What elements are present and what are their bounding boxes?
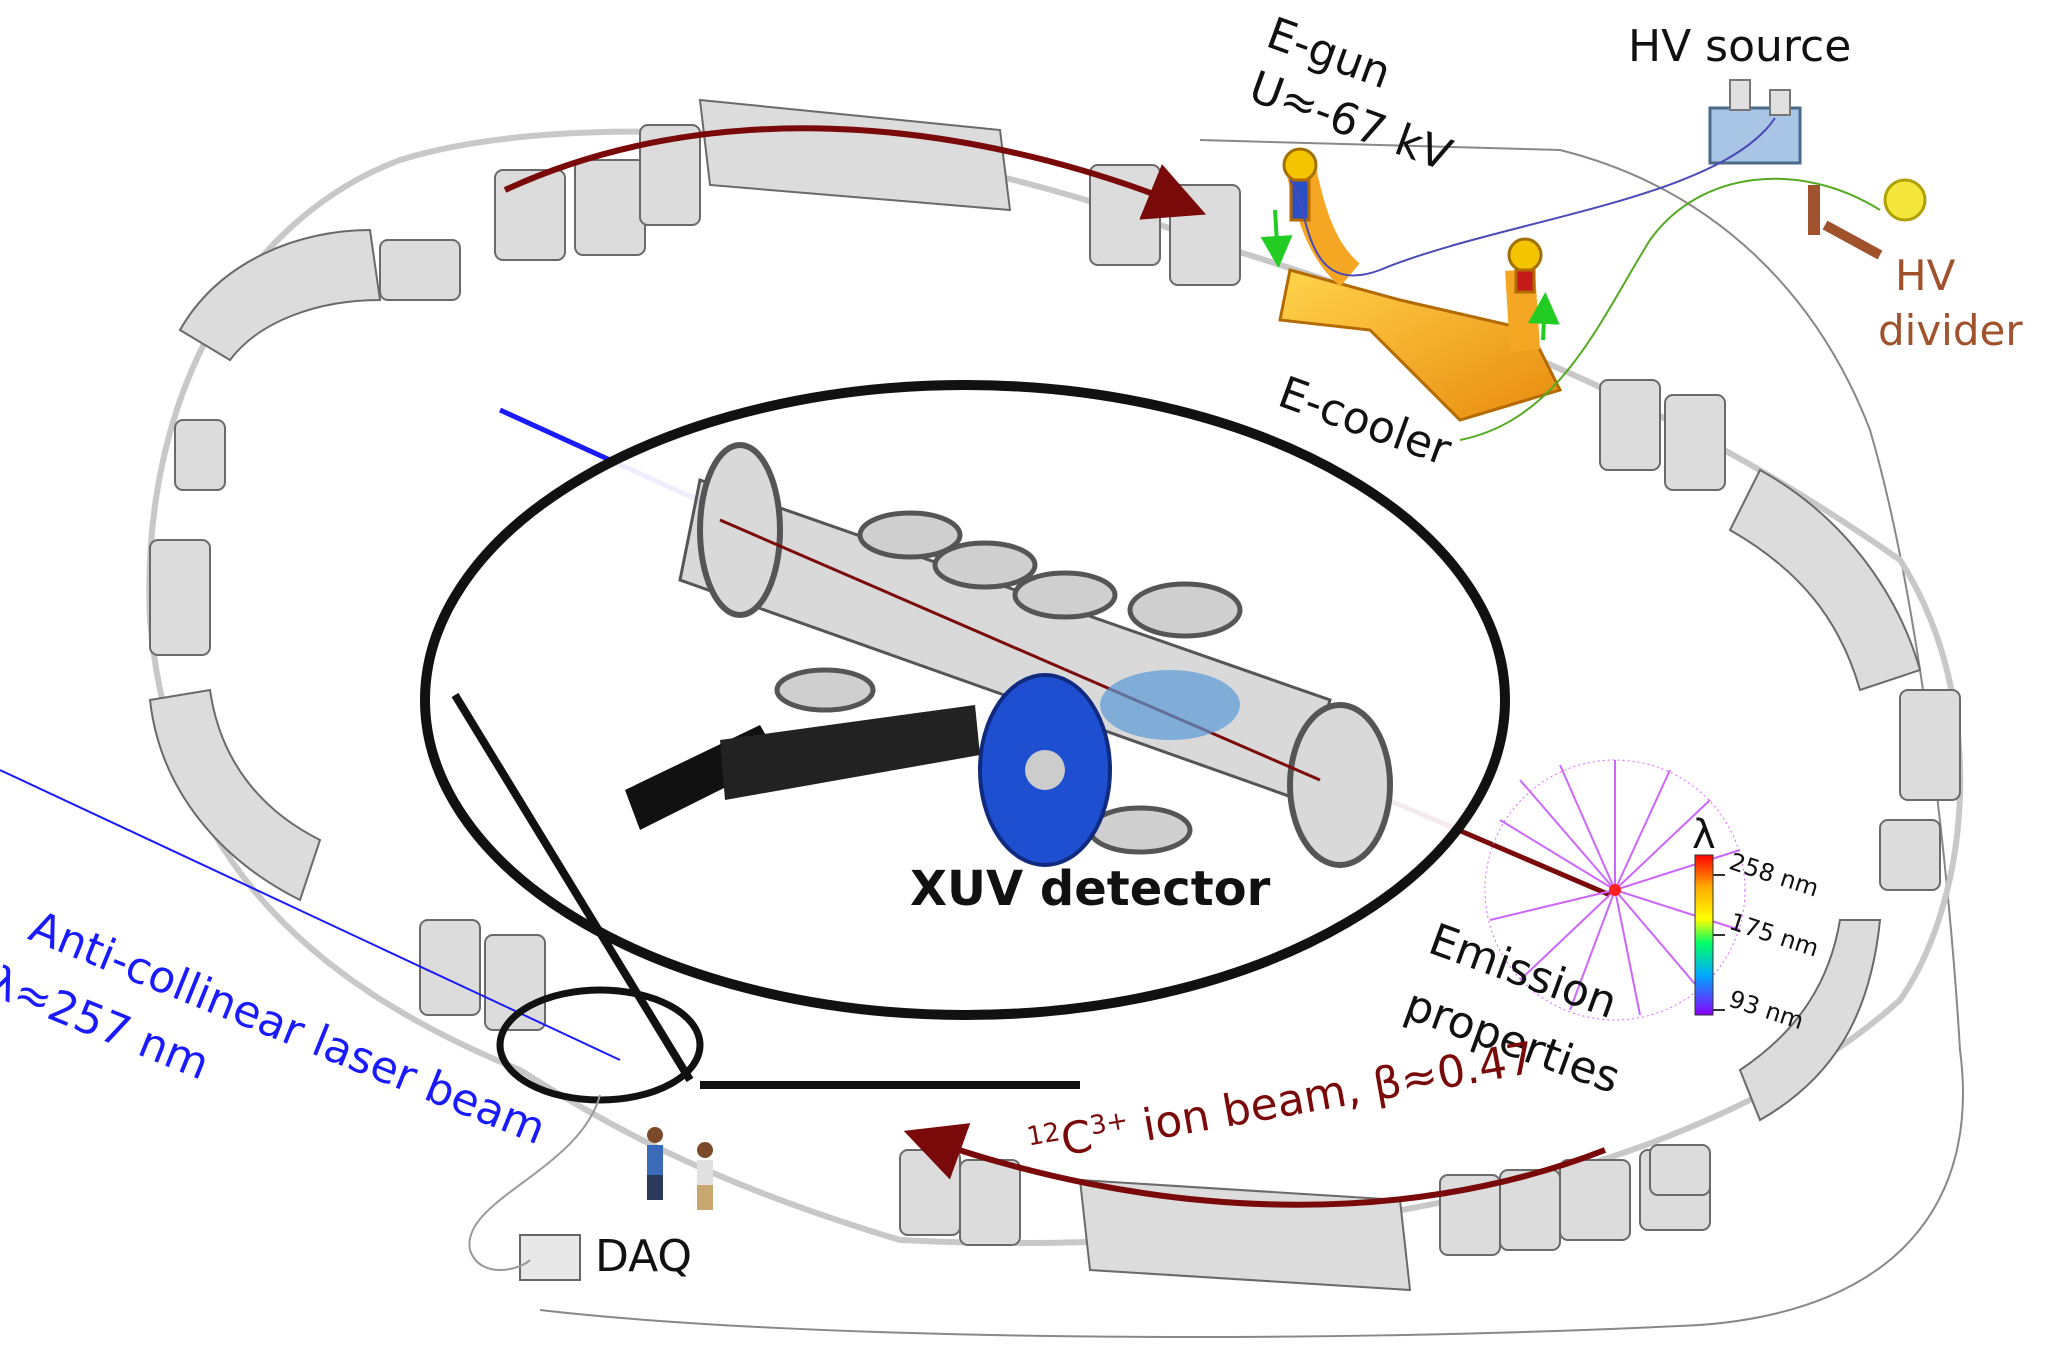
xuv-detector-label: XUV detector xyxy=(910,861,1271,917)
ion-beam-arrow-bottom xyxy=(903,1123,1607,1208)
hv-cable-blue xyxy=(1289,117,1776,277)
zoom-lens xyxy=(420,380,1510,1020)
daq-cables xyxy=(468,1094,601,1271)
ring-magnets xyxy=(148,98,1961,1292)
daq-label: DAQ xyxy=(595,1231,693,1282)
floor-outline xyxy=(539,139,1964,1338)
electron-arrow-down xyxy=(1260,209,1293,268)
colorbar-ticks xyxy=(1713,874,1725,1011)
ion-charge: 3+ xyxy=(1087,1105,1131,1142)
wavelength-colorbar xyxy=(1694,854,1714,1016)
detector-assembly xyxy=(625,670,1240,867)
hv-divider-label-2: divider xyxy=(1878,306,2023,355)
emission-fan xyxy=(1484,759,1746,1021)
hv-source-box xyxy=(1708,79,1802,165)
people xyxy=(647,1127,713,1210)
ion-beam-arrow-top xyxy=(503,125,1207,220)
electron-arrow-up xyxy=(1527,292,1560,341)
hv-divider-label-1: HV xyxy=(1895,251,1956,300)
hv-cable-green xyxy=(1459,177,1881,441)
zoom-connector xyxy=(451,692,1080,1089)
inset-beamline xyxy=(719,518,1321,782)
hv-divider xyxy=(1808,178,1927,260)
hv-source-label: HV source xyxy=(1628,21,1852,72)
ion-mass-number: 12 xyxy=(1024,1117,1063,1153)
zoom-source-ring xyxy=(496,986,704,1104)
colorbar-symbol: λ xyxy=(1692,812,1716,858)
daq-box xyxy=(519,1234,581,1281)
